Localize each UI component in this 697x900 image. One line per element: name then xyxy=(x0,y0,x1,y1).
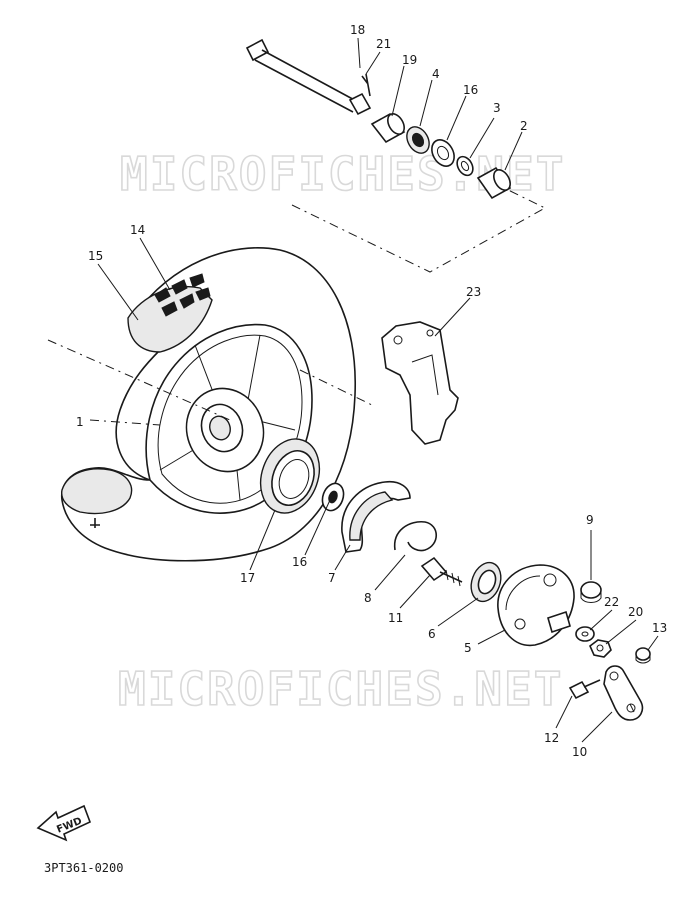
collar-19 xyxy=(370,112,406,144)
callout-12: 12 xyxy=(544,731,559,745)
callout-18: 18 xyxy=(350,23,365,37)
callout-8: 8 xyxy=(364,591,372,605)
hub-bearing-17 xyxy=(259,438,321,514)
callout-15: 15 xyxy=(88,249,103,263)
callout-21: 21 xyxy=(376,37,391,51)
callout-9: 9 xyxy=(586,513,594,527)
washer-3 xyxy=(456,155,474,177)
oil-seal-6 xyxy=(470,561,502,603)
cam-lever-10 xyxy=(603,665,644,721)
brake-shoe-7 xyxy=(341,480,411,553)
callout-11: 11 xyxy=(388,611,403,625)
wheel-assembly xyxy=(61,247,356,562)
callout-5: 5 xyxy=(464,641,472,655)
bolt-12 xyxy=(568,679,601,700)
callout-16-bottom: 16 xyxy=(292,555,307,569)
axle-assembly xyxy=(245,38,547,273)
callout-1: 1 xyxy=(76,415,84,429)
nut-20 xyxy=(589,639,612,658)
valve-stem xyxy=(90,518,100,528)
watermark-bottom: MICROFICHES.NET xyxy=(118,662,563,716)
callout-3: 3 xyxy=(493,101,501,115)
callout-10: 10 xyxy=(572,745,587,759)
cam-shaft-11 xyxy=(420,556,463,587)
callout-23: 23 xyxy=(466,285,481,299)
callout-19: 19 xyxy=(402,53,417,67)
callout-2: 2 xyxy=(520,119,528,133)
spacer-2 xyxy=(476,166,512,200)
tread-pattern xyxy=(154,273,211,317)
callout-4: 4 xyxy=(432,67,440,81)
leader-lines xyxy=(47,37,659,743)
callout-13: 13 xyxy=(652,621,667,635)
cotter-pin-21 xyxy=(361,73,371,97)
axle-shaft xyxy=(245,38,372,116)
tire-cutaway xyxy=(61,468,133,515)
bearing-4 xyxy=(406,126,430,154)
callout-17: 17 xyxy=(240,571,255,585)
nut-13 xyxy=(635,647,651,664)
callouts: 18 21 19 4 16 3 2 14 15 23 1 9 16 17 7 8… xyxy=(76,23,667,759)
spring-8 xyxy=(394,521,438,552)
washer-22 xyxy=(575,626,595,642)
callout-20: 20 xyxy=(628,605,643,619)
callout-7: 7 xyxy=(328,571,336,585)
bracket-23 xyxy=(381,321,459,445)
oil-seal-16 xyxy=(431,139,455,167)
fwd-arrow-icon xyxy=(36,804,92,842)
callout-14: 14 xyxy=(130,223,145,237)
drawing-code: 3PT361-0200 xyxy=(44,861,123,875)
callout-6: 6 xyxy=(428,627,436,641)
callout-22: 22 xyxy=(604,595,619,609)
brake-shoe-plate-5 xyxy=(497,564,575,647)
callout-16-top: 16 xyxy=(463,83,478,97)
nut-9 xyxy=(580,581,602,603)
fwd-arrow: FWD xyxy=(36,804,92,842)
